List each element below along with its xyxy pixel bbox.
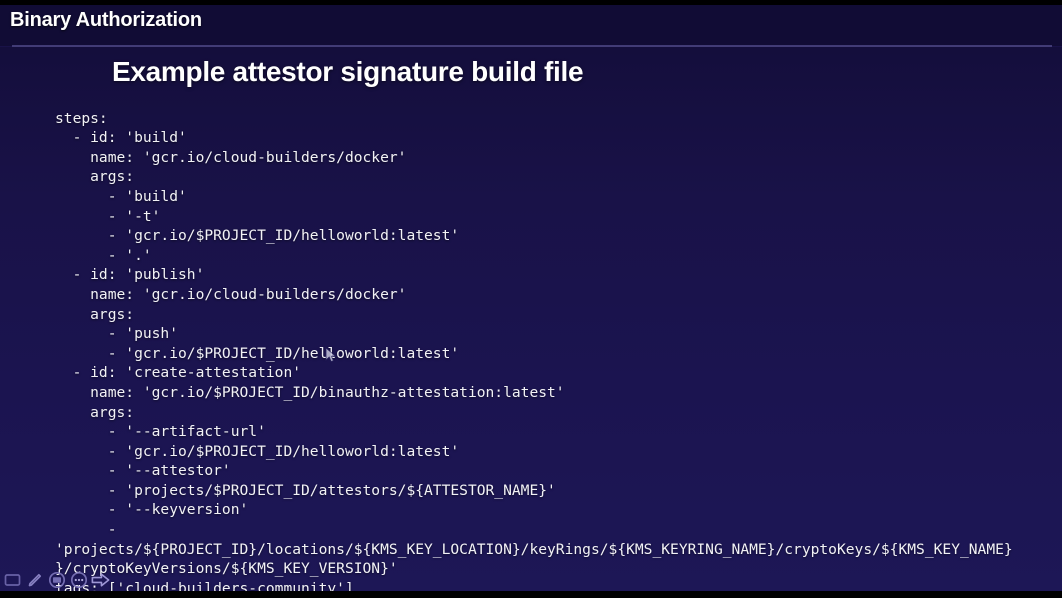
code-line: name: 'gcr.io/cloud-builders/docker' [55,285,407,303]
presentation-title: Binary Authorization [10,9,202,31]
code-line: args: [55,305,135,323]
code-line: - 'gcr.io/$PROJECT_ID/helloworld:latest' [55,227,460,245]
letterbox-top [0,0,1062,5]
presenter-toolbar[interactable] [2,569,111,590]
code-line: args: [55,403,135,421]
slide-header-bar: Binary Authorization [0,5,1062,46]
pen-icon[interactable] [24,569,45,590]
slide-title: Example attestor signature build file [112,56,584,87]
letterbox-bottom [0,591,1062,598]
code-line: name: 'gcr.io/$PROJECT_ID/binauthz-attes… [55,383,565,401]
more-options-icon[interactable] [68,569,89,590]
code-line: - '--attestor' [55,462,231,480]
code-line: args: [55,168,135,186]
slide-body-background [0,47,1062,591]
code-line: - id: 'publish' [55,266,205,284]
code-line: - id: 'build' [55,129,187,147]
code-line: 'projects/${PROJECT_ID}/locations/${KMS_… [55,540,1013,558]
code-line: - 'build' [55,187,187,205]
header-divider [12,45,1052,47]
code-line: - id: 'create-attestation' [55,364,302,382]
code-line: - '--artifact-url' [55,423,266,441]
code-line: - 'gcr.io/$PROJECT_ID/helloworld:latest' [55,344,460,362]
code-line: - [55,521,117,539]
code-block-yaml: steps: - id: 'build' name: 'gcr.io/cloud… [55,109,1044,598]
code-line: - '-t' [55,207,161,225]
code-line: - 'projects/$PROJECT_ID/attestors/${ATTE… [55,481,556,499]
code-line: - '--keyversion' [55,501,249,519]
code-line: }/cryptoKeyVersions/${KMS_KEY_VERSION}' [55,560,398,578]
next-slide-arrow-icon[interactable] [90,569,111,590]
pointer-icon[interactable] [2,569,23,590]
code-line: - '.' [55,246,152,264]
code-line: - 'push' [55,325,179,343]
code-line: - 'gcr.io/$PROJECT_ID/helloworld:latest' [55,442,460,460]
code-line: steps: [55,109,108,127]
code-line: name: 'gcr.io/cloud-builders/docker' [55,148,407,166]
slide-menu-icon[interactable] [46,569,67,590]
